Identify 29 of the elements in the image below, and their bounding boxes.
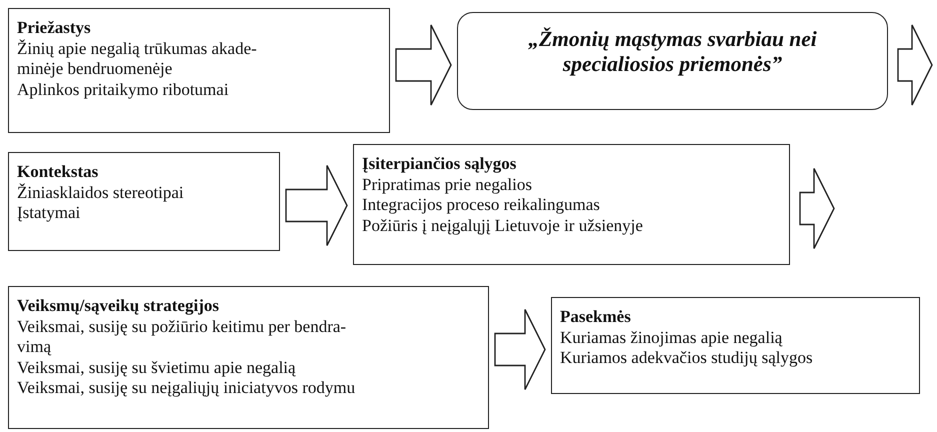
factor-text: Įstatymai: [17, 203, 82, 224]
block-arrow: [897, 24, 933, 106]
factor-text: Veiksmai, susiję su požiūrio keitimu per bendra- vimą: [17, 316, 348, 358]
factor-text: Žiniasklaidos stereotipai: [17, 182, 185, 203]
factor-text: Kuriamas žinojimas apie negalią: [560, 328, 784, 348]
category-heading: Pasekmės: [560, 307, 632, 328]
factor-text: Žinių apie negalią trūkumas akade- minėje bendruomenėje: [17, 38, 258, 80]
factor-text: Kuriamos adekvačios studijų sąlygos: [560, 348, 814, 368]
factor-text: Aplinkos pritaikymo ribotumai: [17, 80, 230, 100]
factor-text: Veiksmai, susiję su neįgaliųjų iniciatyvos rodymu: [17, 378, 356, 398]
category-heading: Veiksmų/sąveikų strategijos: [17, 296, 220, 316]
category-box: [353, 144, 790, 265]
category-heading: Įsiterpiančios sąlygos: [362, 154, 518, 174]
category-box: [551, 297, 920, 394]
category-box: [8, 8, 390, 133]
factor-text: Veiksmai, susiję su švietimu apie negalią: [17, 358, 297, 378]
category-heading: Kontekstas: [17, 162, 100, 182]
quote-text: „Žmonių mąstymas svarbiau nei specialiosios priemonės”: [527, 27, 818, 77]
block-arrow: [494, 308, 546, 390]
factor-text: Pripratimas prie negalios: [362, 174, 533, 195]
block-arrow: [799, 168, 835, 250]
category-box: [8, 286, 489, 429]
factor-text: Požiūris į neįgalųjį Lietuvoje ir užsienyje: [362, 216, 644, 236]
quote-box: [457, 12, 888, 110]
block-arrow: [395, 24, 452, 106]
block-arrow: [285, 164, 348, 246]
factor-text: Integracijos proceso reikalingumas: [362, 195, 601, 216]
category-heading: Priežastys: [17, 18, 92, 38]
category-box: [8, 152, 280, 251]
